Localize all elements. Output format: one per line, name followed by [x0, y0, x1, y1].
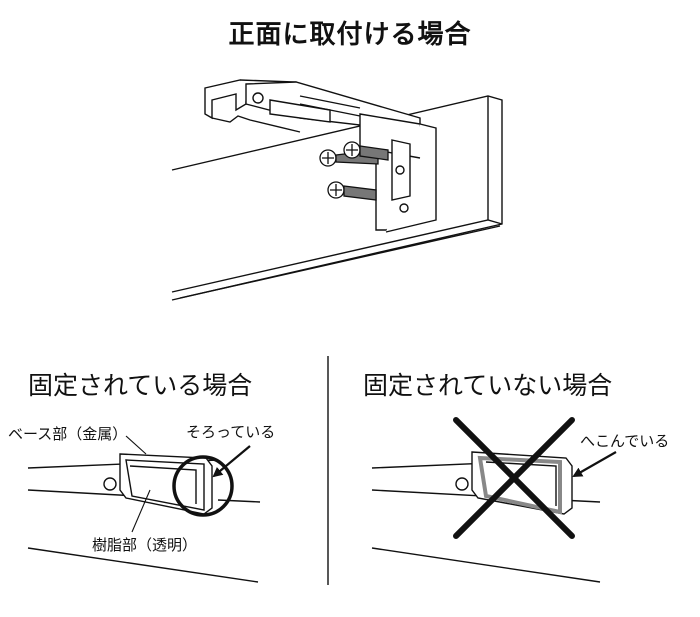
- x-mark-icon: [453, 417, 575, 539]
- right-panel-heading: 固定されていない場合: [363, 371, 613, 400]
- label-base-metal: ベース部（金属）: [8, 425, 128, 443]
- circle-highlight-icon: [172, 455, 234, 517]
- right-clip: [455, 451, 573, 515]
- leader-line-base: [125, 435, 147, 455]
- leader-line-resin: [131, 489, 151, 533]
- left-panel-heading: 固定されている場合: [28, 371, 253, 400]
- arrow-icon: [572, 451, 617, 477]
- left-clip: [103, 453, 213, 515]
- label-dented: へこんでいる: [580, 432, 670, 450]
- curtain-bracket: [204, 79, 437, 233]
- screw-icon: [343, 141, 389, 161]
- screw-icon: [327, 181, 377, 201]
- arrow-icon: [212, 445, 251, 478]
- label-aligned: そろっている: [186, 423, 276, 441]
- label-resin-clear: 樹脂部（透明）: [92, 536, 198, 554]
- page-title: 正面に取付ける場合: [228, 20, 472, 50]
